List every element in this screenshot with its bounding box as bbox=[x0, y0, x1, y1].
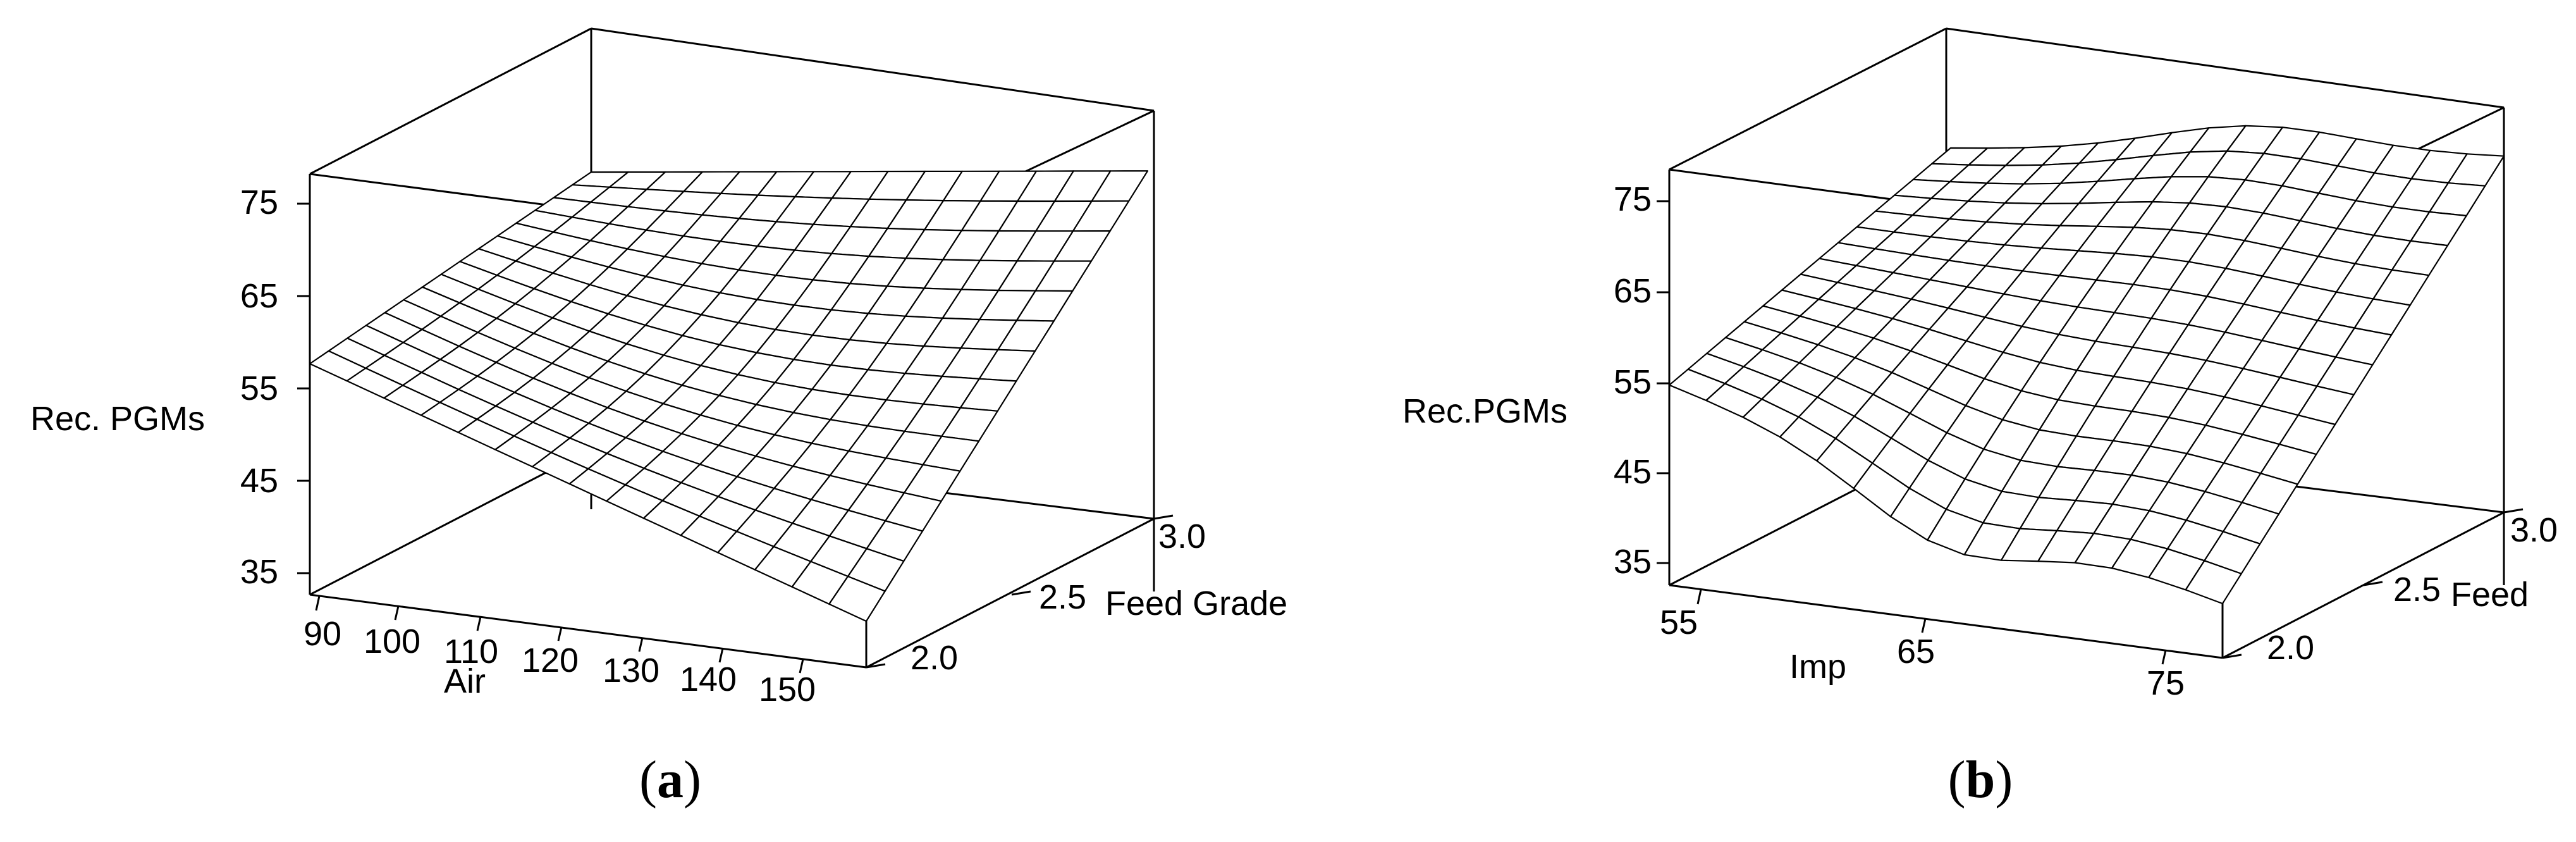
tick-mark bbox=[1696, 589, 1702, 605]
y-tick-a-2.0: 2.0 bbox=[911, 639, 958, 677]
z-tick-b-65: 65 bbox=[1614, 272, 1652, 310]
tick-mark bbox=[638, 637, 644, 652]
chart-panel-a: 75 65 55 45 35 Rec. PGMs 90 100 110 120 … bbox=[30, 27, 1287, 809]
x-tick-a-100: 100 bbox=[364, 622, 420, 660]
z-tick-b-35: 35 bbox=[1614, 543, 1652, 581]
tick-mark bbox=[394, 605, 400, 621]
panel-label-b: (b) bbox=[1948, 750, 2013, 809]
x-tick-a-120: 120 bbox=[522, 641, 579, 679]
y-axis-title-b: Feed bbox=[2451, 576, 2529, 614]
tick-mark bbox=[557, 626, 563, 641]
tick-mark bbox=[1011, 590, 1031, 596]
tick-mark bbox=[315, 595, 321, 611]
tick-mark bbox=[2363, 581, 2383, 586]
z-tick-a-75: 75 bbox=[240, 183, 278, 221]
x-tick-b-55: 55 bbox=[1660, 604, 1698, 641]
y-tick-a-2.5: 2.5 bbox=[1039, 578, 1086, 616]
z-tick-b-45: 45 bbox=[1614, 453, 1652, 491]
y-tick-a-3.0: 3.0 bbox=[1158, 517, 1206, 555]
z-tick-b-55: 55 bbox=[1614, 363, 1652, 401]
y-axis-title-a: Feed Grade bbox=[1105, 585, 1287, 622]
surface-cell bbox=[2185, 560, 2242, 605]
z-tick-a-65: 65 bbox=[240, 277, 278, 315]
surface-cell bbox=[828, 575, 886, 622]
tick-mark bbox=[799, 659, 804, 674]
x-tick-b-75: 75 bbox=[2147, 664, 2185, 702]
surface-mesh-b bbox=[1668, 125, 2505, 605]
z-tick-a-45: 45 bbox=[240, 462, 278, 500]
tick-mark bbox=[2503, 508, 2524, 514]
y-tick-b-2.0: 2.0 bbox=[2267, 629, 2314, 667]
x-tick-b-65: 65 bbox=[1897, 633, 1935, 671]
z-tick-a-55: 55 bbox=[240, 369, 278, 407]
x-tick-a-140: 140 bbox=[680, 660, 737, 698]
ticks-b bbox=[1657, 200, 2524, 665]
tick-mark bbox=[2222, 653, 2242, 659]
y-tick-b-3.0: 3.0 bbox=[2510, 511, 2558, 549]
x-tick-a-150: 150 bbox=[759, 671, 816, 709]
tick-mark bbox=[2161, 650, 2167, 665]
x-axis-title-b: Imp bbox=[1789, 648, 1846, 686]
z-axis-title-b: Rec.PGMs bbox=[1402, 392, 1567, 430]
z-axis-title-a: Rec. PGMs bbox=[30, 400, 205, 438]
panel-label-a: (a) bbox=[639, 750, 701, 809]
z-tick-b-75: 75 bbox=[1614, 180, 1652, 218]
tick-mark bbox=[718, 648, 724, 663]
chart-panel-b: 75 65 55 45 35 Rec.PGMs 55 65 75 Imp 2.0… bbox=[1402, 27, 2558, 809]
tick-mark bbox=[476, 616, 482, 631]
ticks-a bbox=[297, 202, 1174, 674]
surface-mesh-a bbox=[309, 170, 1149, 622]
x-tick-a-90: 90 bbox=[304, 615, 341, 653]
x-tick-a-110: 110 bbox=[444, 633, 498, 671]
tick-mark bbox=[866, 663, 886, 669]
y-tick-b-2.5: 2.5 bbox=[2393, 571, 2441, 609]
tick-mark bbox=[1921, 618, 1927, 633]
z-tick-a-35: 35 bbox=[240, 553, 278, 591]
tick-mark bbox=[1153, 514, 1174, 520]
x-tick-a-130: 130 bbox=[603, 652, 659, 690]
x-axis-title-a: Air bbox=[444, 662, 486, 700]
